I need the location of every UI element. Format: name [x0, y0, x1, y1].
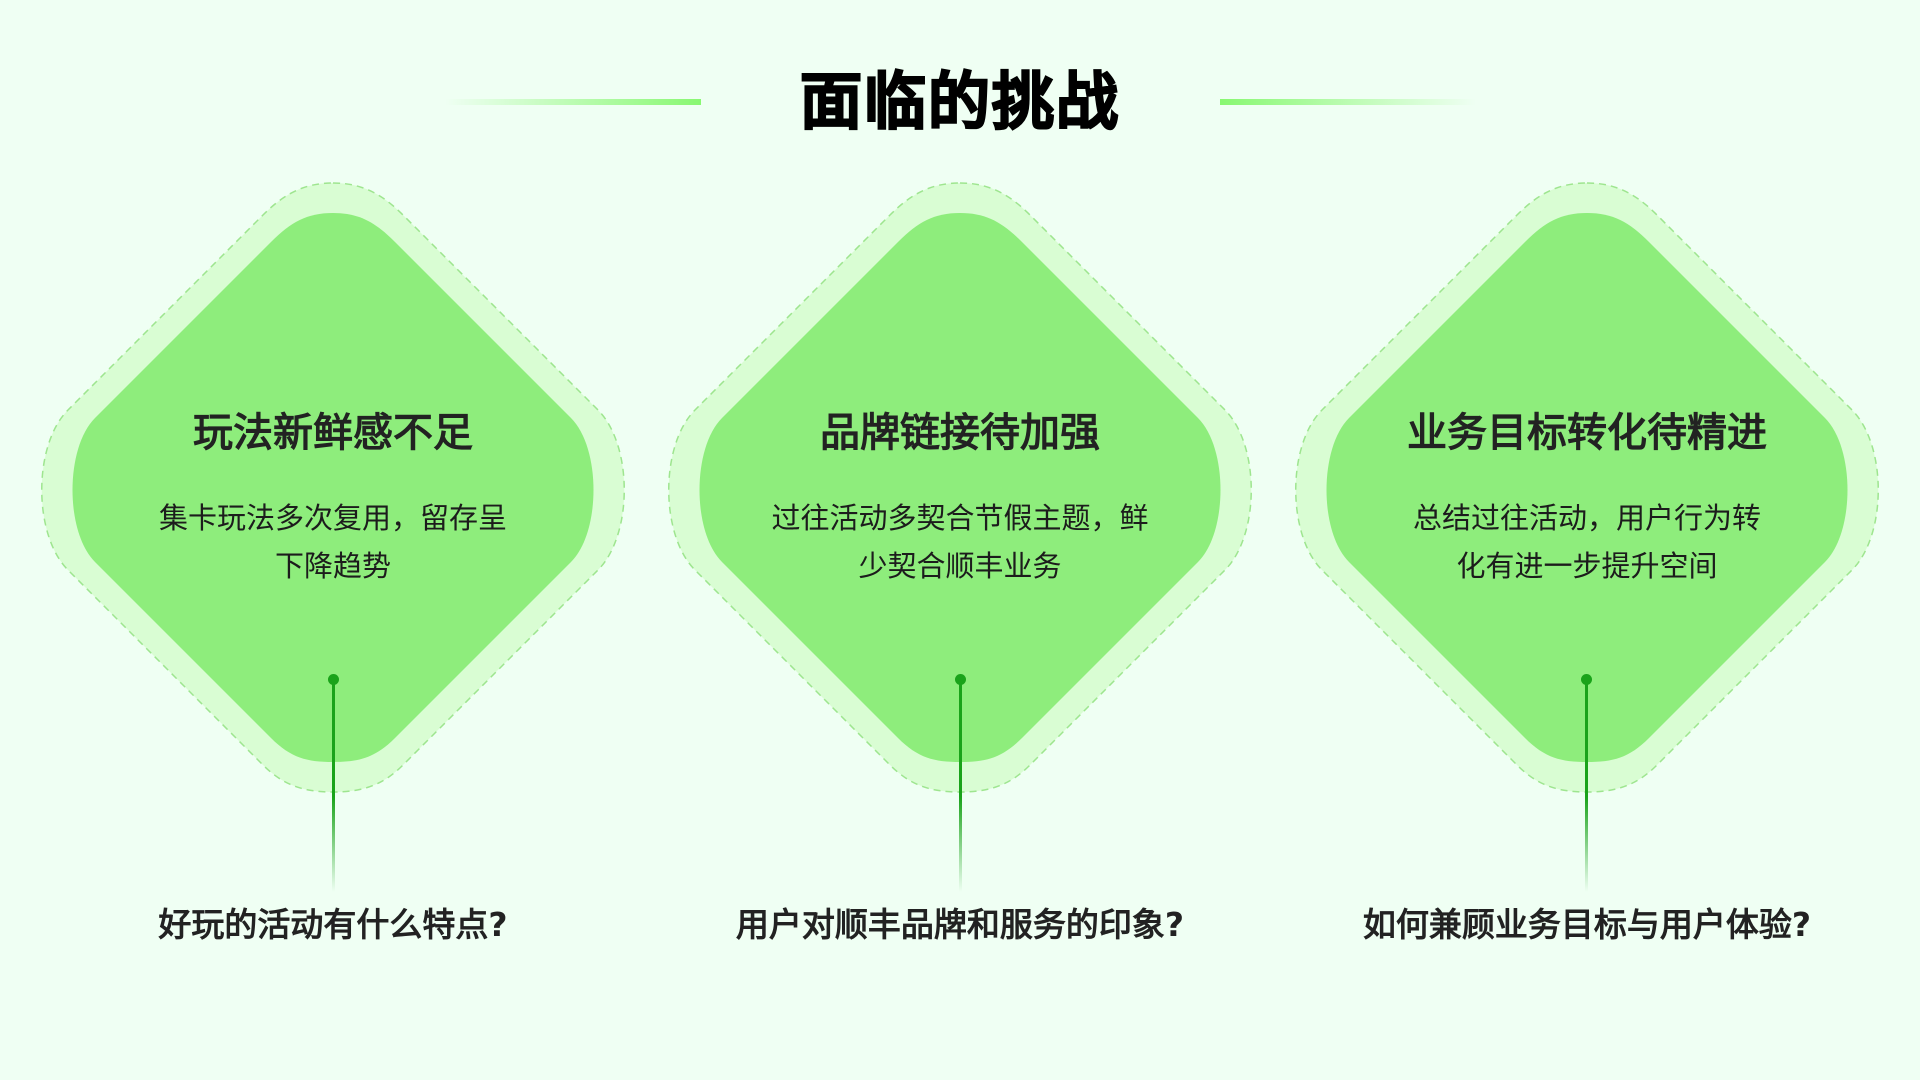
challenge-title: 玩法新鲜感不足: [193, 410, 473, 456]
diamond-shape-icon: [1295, 182, 1879, 793]
challenge-description: 过往活动多契合节假主题，鲜少契合顺丰业务: [771, 501, 1149, 583]
challenge-question: 如何兼顾业务目标与用户体验?: [1362, 905, 1812, 944]
connector-dot-icon: [328, 674, 339, 685]
connector-dot-icon: [1581, 674, 1592, 685]
connector-line: [959, 680, 962, 892]
page-header: 面临的挑战: [0, 58, 1920, 148]
challenge-question: 好玩的活动有什么特点?: [158, 905, 508, 944]
challenge-description: 总结过往活动，用户行为转化有进一步提升空间: [1412, 501, 1761, 583]
challenge-card-2: 品牌链接待加强 过往活动多契合节假主题，鲜少契合顺丰业务 用户对顺丰品牌和服务的…: [650, 170, 1270, 970]
challenge-question: 用户对顺丰品牌和服务的印象?: [735, 905, 1185, 944]
challenge-description: 集卡玩法多次复用，留存呈下降趋势: [158, 501, 507, 583]
title-decor-line-left: [445, 99, 701, 105]
connector-line: [332, 680, 335, 892]
challenge-title: 业务目标转化待精进: [1407, 410, 1767, 456]
challenge-title: 品牌链接待加强: [820, 410, 1100, 456]
challenge-card-3: 业务目标转化待精进 总结过往活动，用户行为转化有进一步提升空间 如何兼顾业务目标…: [1277, 170, 1897, 970]
connector-dot-icon: [955, 674, 966, 685]
challenge-card-1: 玩法新鲜感不足 集卡玩法多次复用，留存呈下降趋势 好玩的活动有什么特点?: [23, 170, 643, 970]
diamond-shape-icon: [668, 182, 1252, 793]
page-title: 面临的挑战: [799, 65, 1120, 139]
diamond-shape-icon: [41, 182, 625, 793]
connector-line: [1585, 680, 1588, 892]
title-decor-line-right: [1220, 99, 1476, 105]
